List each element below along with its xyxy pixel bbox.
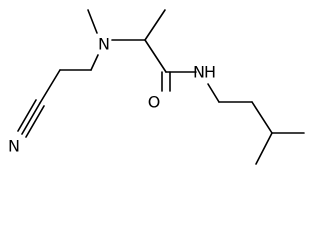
nitrile-triple-bond	[17, 99, 45, 138]
bond-ch-to-methyl-down	[255, 132, 273, 165]
carbonyl-o-label: O	[148, 93, 161, 112]
bond-alpha-c-to-carbonyl-c	[144, 39, 167, 73]
bond-nitrile-c-to-ch2	[39, 69, 61, 104]
amide-n-label: N	[193, 63, 205, 82]
bond-amide-n-to-ch2	[207, 83, 220, 103]
nitrile-n-label: N	[8, 137, 20, 156]
amide-h-label: H	[204, 63, 216, 82]
bond-alpha-c-to-methyl	[144, 9, 166, 41]
bond-ch2-to-amine-n	[90, 54, 99, 71]
structural-formula: N N O N H	[8, 9, 305, 165]
bond-ch2-to-ch	[251, 101, 273, 134]
carbonyl-double-bond	[161, 71, 171, 92]
amine-n-label: N	[98, 35, 110, 54]
bond-amine-n-to-methyl	[87, 9, 98, 34]
